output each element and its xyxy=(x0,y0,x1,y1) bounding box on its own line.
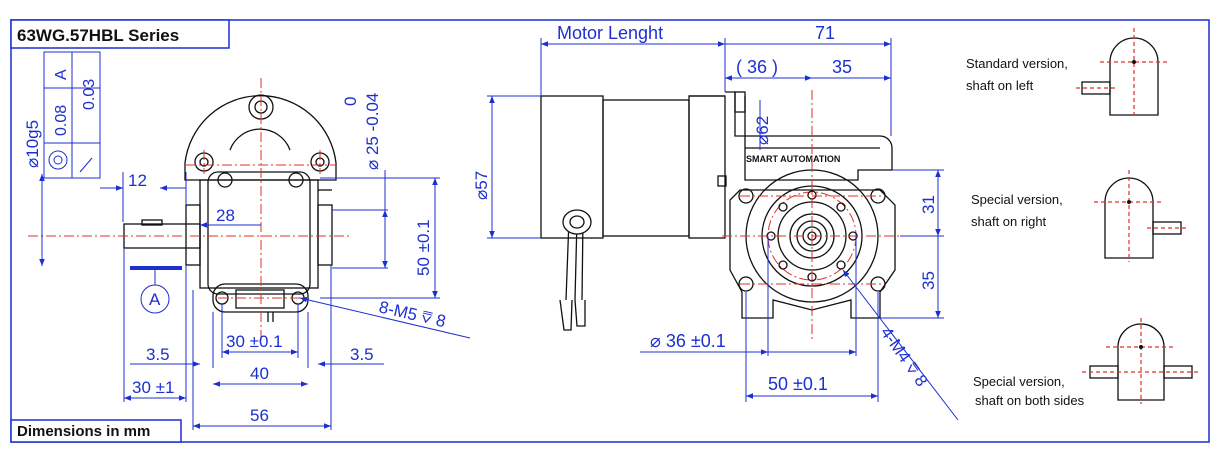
dim-35-side: 35 xyxy=(919,271,938,290)
title-box xyxy=(10,19,230,49)
dim-30-1: 30 ±1 xyxy=(132,378,174,397)
svg-text:A: A xyxy=(53,69,70,80)
svg-text:shaft on left: shaft on left xyxy=(966,78,1034,93)
dim-36-01: ⌀ 36 ±0.1 xyxy=(650,331,726,351)
motor-length-label: Motor Lenght xyxy=(557,23,663,43)
shaft-diameter-dim: ⌀10g5 xyxy=(23,120,42,168)
right-view: SMART AUTOMATION Motor Lenght 71 xyxy=(472,23,959,421)
dim-56: 56 xyxy=(250,406,269,425)
svg-text:0.08: 0.08 xyxy=(53,105,70,136)
dim-50-01: 50 ±0.1 xyxy=(768,374,828,394)
dim-57: ⌀57 xyxy=(472,171,491,200)
datum-a-bubble xyxy=(140,284,170,314)
svg-text:Standard version,: Standard version, xyxy=(966,56,1068,71)
svg-text:shaft on both sides: shaft on both sides xyxy=(975,393,1085,408)
svg-text:shaft on right: shaft on right xyxy=(971,214,1047,229)
svg-text:Special version,: Special version, xyxy=(973,374,1065,389)
series-title: 63WG.57HBL Series xyxy=(17,26,179,45)
version-both: Special version, shaft on both sides xyxy=(973,318,1200,408)
dim-40: 40 xyxy=(250,364,269,383)
brand-label: SMART AUTOMATION xyxy=(746,154,840,164)
units-note: Dimensions in mm xyxy=(17,423,150,440)
dim-50: 50 ±0.1 xyxy=(414,219,433,276)
dim-35-top: 35 xyxy=(832,57,852,77)
dim-12: 12 xyxy=(128,171,147,190)
dim-25-upper: 0 xyxy=(341,97,360,106)
tolerance-frame xyxy=(43,51,101,179)
footer-box xyxy=(10,419,182,443)
dim-8m5: 8-M5 ⩢ 8 xyxy=(377,297,448,331)
dim-28: 28 xyxy=(216,206,235,225)
dim-36-ref: ( 36 ) xyxy=(736,57,778,77)
left-view: A ⌀10g5 A 0.08 0.03 12 28 xyxy=(23,51,471,430)
dim-30-01: 30 ±0.1 xyxy=(226,332,283,351)
dim-3-5-right: 3.5 xyxy=(350,345,374,364)
dim-25: ⌀ 25 -0.04 xyxy=(363,93,382,170)
dim-31: 31 xyxy=(919,195,938,214)
svg-text:0.03: 0.03 xyxy=(81,79,98,110)
dim-62: ⌀62 xyxy=(753,116,772,145)
version-standard: Standard version, shaft on left xyxy=(966,28,1168,118)
dim-4m4: 4-M4 ⩢ 8 xyxy=(877,323,932,390)
dim-3-5-left: 3.5 xyxy=(146,345,170,364)
drawing-frame xyxy=(10,19,1210,443)
version-right: Special version, shaft on right xyxy=(971,170,1186,262)
dim-71: 71 xyxy=(815,23,835,43)
svg-text:Special version,: Special version, xyxy=(971,192,1063,207)
datum-a-label: A xyxy=(149,290,161,309)
